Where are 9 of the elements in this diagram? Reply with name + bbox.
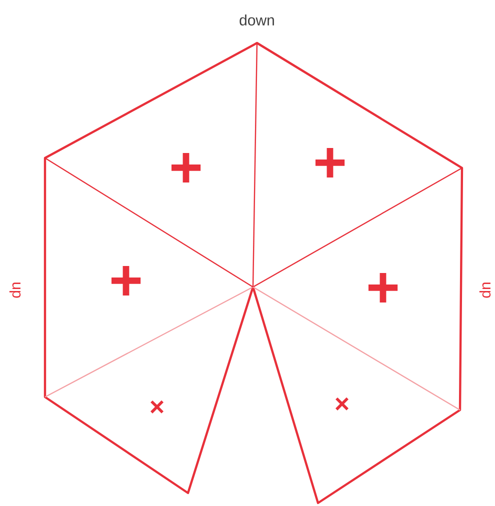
direction-label: up bbox=[9, 282, 21, 298]
plus-sign: + bbox=[368, 272, 398, 302]
cross-sign: × bbox=[150, 400, 164, 414]
plus-sign: + bbox=[316, 148, 345, 178]
cross-sign: × bbox=[336, 397, 348, 410]
direction-label: up bbox=[479, 282, 491, 298]
direction-label: down bbox=[240, 14, 274, 26]
plus-sign: + bbox=[172, 153, 201, 182]
plus-sign: + bbox=[112, 266, 141, 296]
